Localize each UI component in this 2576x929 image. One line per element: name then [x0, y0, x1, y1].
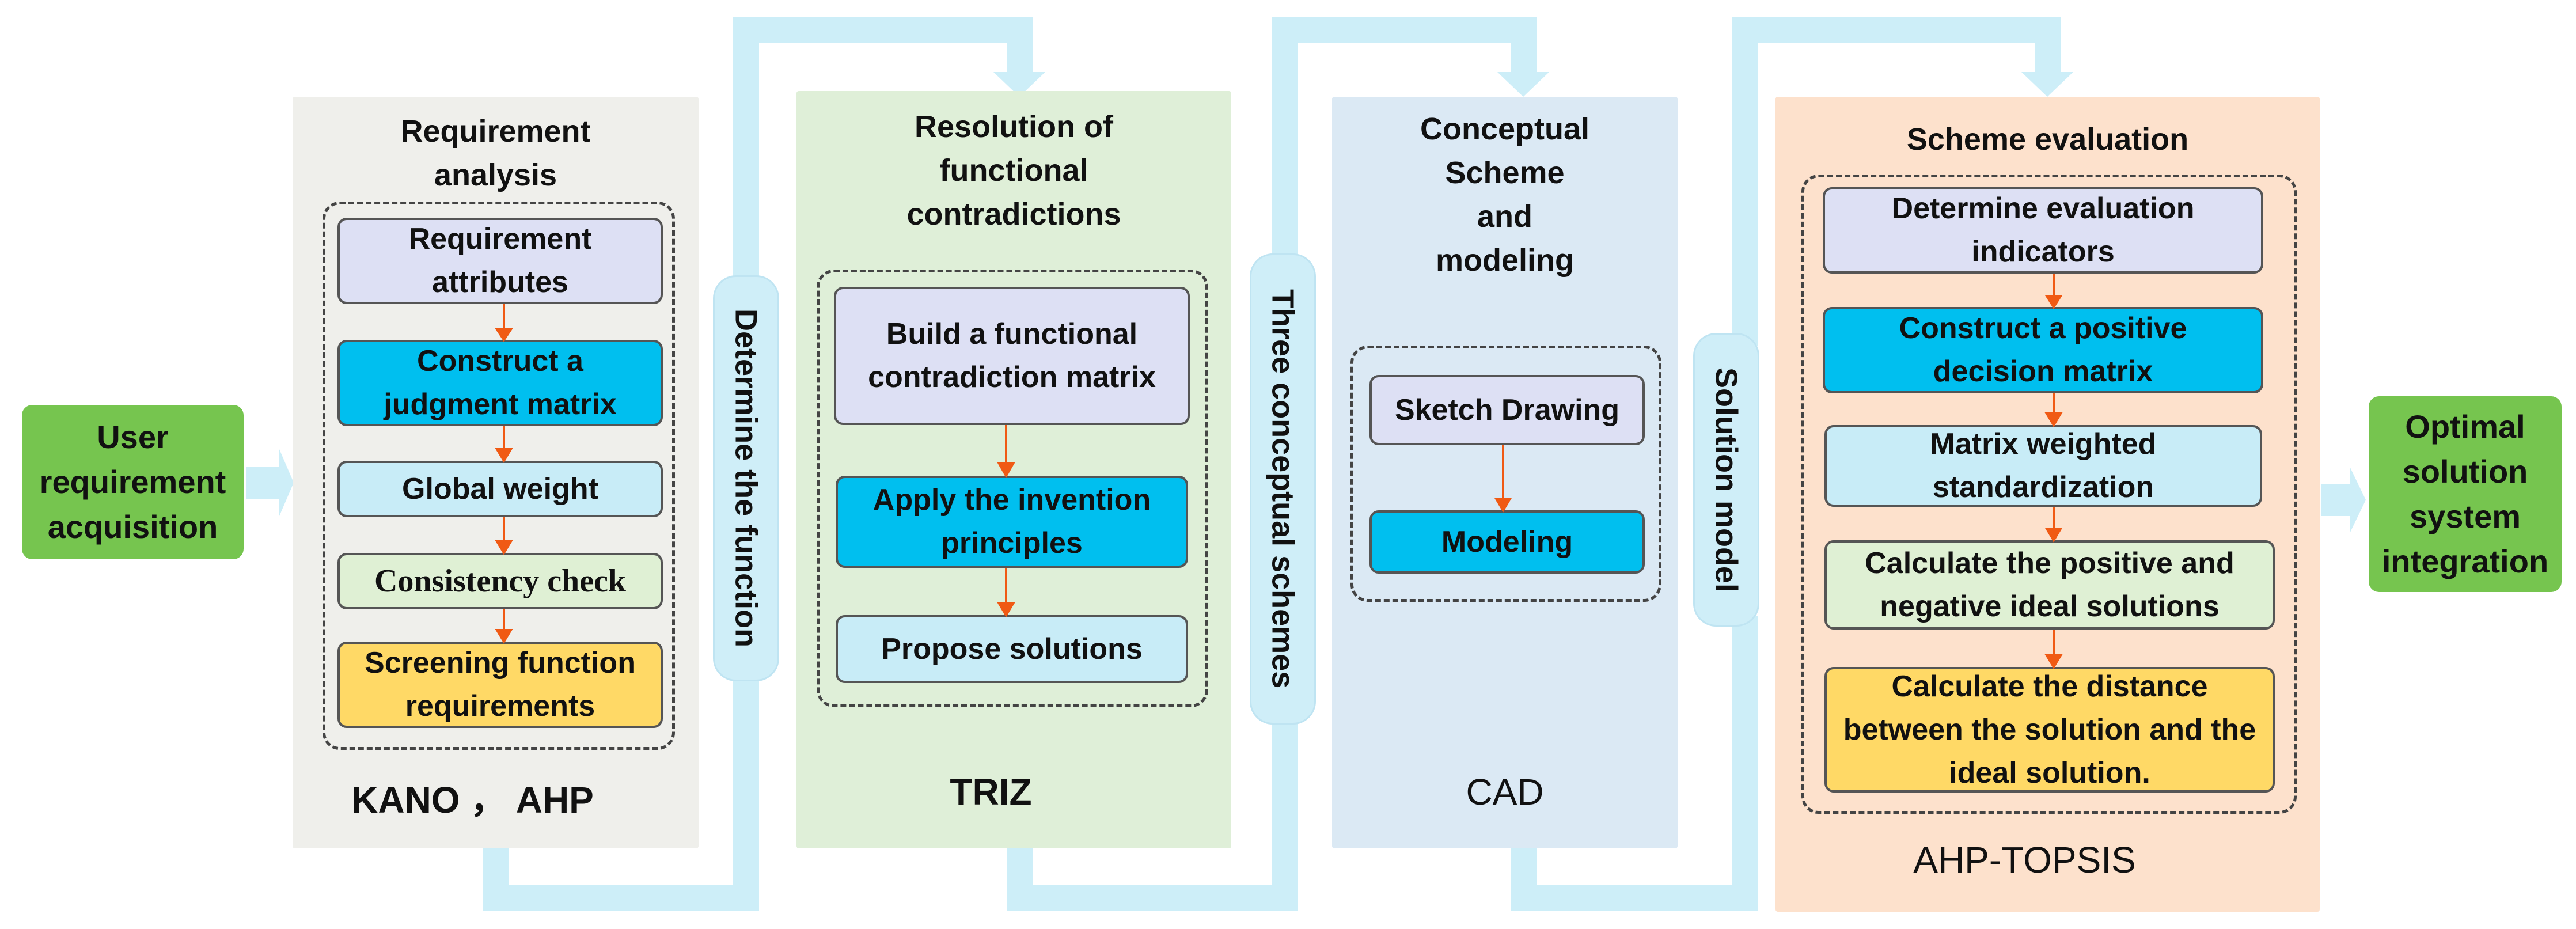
- step-arrow-head: [495, 448, 513, 463]
- band-tab1-up: [733, 17, 759, 276]
- step-arrow-head: [495, 629, 513, 644]
- start-label: User requirement acquisition: [39, 419, 226, 545]
- step-distance-to-ideal-solution: Calculate the distance between the solut…: [1824, 667, 2275, 793]
- step-arrow-head: [495, 328, 513, 342]
- connector-solution-model: Solution model: [1693, 333, 1759, 627]
- arrow-into-col3: [1497, 72, 1549, 97]
- end-terminal: Optimal solution system integration: [2369, 396, 2562, 592]
- method-group: [1350, 346, 1661, 602]
- band-col1-bottom-run: [483, 885, 759, 911]
- band-tab1-down: [733, 668, 759, 910]
- arrow-start-to-col1: [246, 449, 294, 516]
- column-title: Resolution of functional contradictions: [906, 109, 1121, 232]
- column-functional-contradictions: Resolution of functional contradictions …: [796, 91, 1231, 848]
- method-label: AHP-TOPSIS: [1913, 839, 2136, 881]
- band-tab1-top-run: [733, 17, 1033, 43]
- connector-determine-the-function: Determine the function: [713, 275, 779, 681]
- band-col4-entry: [2035, 17, 2061, 75]
- band-tab3-top-run: [1732, 17, 2061, 43]
- step-apply-invention-principles: Apply the invention principles: [836, 476, 1188, 568]
- method-group: [323, 202, 675, 750]
- method-label: TRIZ: [950, 771, 1032, 813]
- step-consistency-check: Consistency check: [337, 553, 663, 609]
- step-arrow-head: [997, 462, 1015, 479]
- method-label: CAD: [1466, 771, 1544, 813]
- band-tab2-down: [1272, 720, 1298, 910]
- band-col2-bottom-run: [1007, 885, 1298, 911]
- step-arrow-head: [2044, 295, 2063, 309]
- band-col3-bottom-run: [1511, 885, 1758, 911]
- band-tab2-top-run: [1272, 17, 1537, 43]
- band-tab2-up: [1272, 17, 1298, 259]
- arrow-into-col4: [2021, 72, 2073, 97]
- connector-label: Solution model: [1709, 367, 1744, 592]
- step-arrow-head: [2044, 528, 2063, 543]
- band-tab3-up: [1732, 17, 1758, 346]
- step-arrow-head: [2044, 654, 2063, 669]
- step-positive-negative-ideal-solutions: Calculate the positive and negative idea…: [1824, 540, 2275, 630]
- step-modeling: Modeling: [1369, 510, 1645, 574]
- step-sketch-drawing: Sketch Drawing: [1369, 375, 1645, 445]
- step-propose-solutions: Propose solutions: [836, 615, 1188, 683]
- step-matrix-weighted-standardization: Matrix weighted standardization: [1824, 425, 2262, 507]
- arrow-into-col2: [993, 72, 1045, 97]
- column-requirement-analysis: Requirement analysis Requirement attribu…: [293, 97, 699, 848]
- connector-three-conceptual-schemes: Three conceptual schemes: [1250, 253, 1316, 725]
- band-col2-entry: [1007, 17, 1033, 75]
- step-requirement-attributes: Requirement attributes: [337, 218, 663, 304]
- start-terminal: User requirement acquisition: [22, 405, 244, 559]
- band-col3-entry: [1511, 17, 1537, 75]
- column-title: Conceptual Scheme and modeling: [1420, 112, 1590, 278]
- step-arrow-head: [1494, 498, 1512, 513]
- step-arrow-head: [2044, 412, 2063, 427]
- step-determine-evaluation-indicators: Determine evaluation indicators: [1823, 187, 2263, 274]
- band-tab3-down: [1732, 616, 1758, 910]
- step-construct-judgment-matrix: Construct a judgment matrix: [337, 340, 663, 426]
- method-group: [817, 270, 1208, 707]
- connector-label: Three conceptual schemes: [1265, 289, 1300, 689]
- connector-label: Determine the function: [729, 309, 764, 648]
- arrow-col4-to-end: [2321, 467, 2366, 533]
- step-construct-positive-decision-matrix: Construct a positive decision matrix: [1823, 307, 2263, 393]
- step-arrow-head: [997, 602, 1015, 617]
- column-conceptual-scheme: Conceptual Scheme and modeling Sketch Dr…: [1332, 97, 1678, 848]
- end-label: Optimal solution system integration: [2381, 408, 2549, 579]
- step-build-contradiction-matrix: Build a functional contradiction matrix: [834, 287, 1190, 425]
- step-arrow-head: [495, 540, 513, 555]
- column-scheme-evaluation: Scheme evaluation Determine evaluation i…: [1775, 97, 2320, 912]
- column-title: Requirement analysis: [400, 114, 591, 192]
- column-title: Scheme evaluation: [1906, 122, 2189, 157]
- method-label: KANO ， AHP: [351, 779, 594, 821]
- step-global-weight: Global weight: [337, 461, 663, 517]
- step-screening-function-requirements: Screening function requirements: [337, 642, 663, 728]
- method-group: [1801, 175, 2297, 814]
